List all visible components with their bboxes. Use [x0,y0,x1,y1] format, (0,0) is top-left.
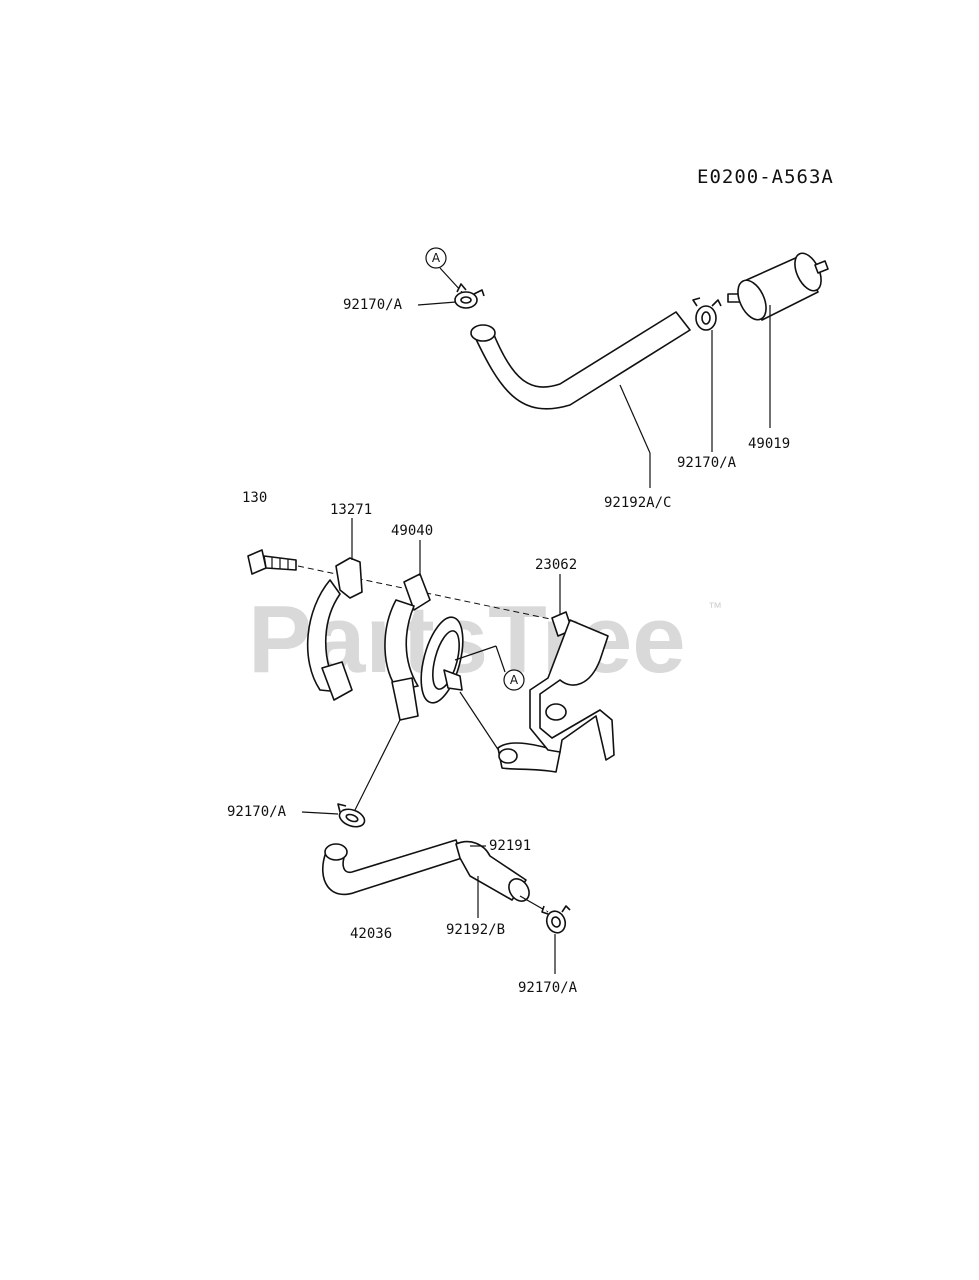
label-hose-92192b: 92192/B [446,922,505,938]
bracket-13271 [306,557,363,701]
watermark-trademark: ™ [708,599,722,615]
hose-clamp-top-right [692,297,722,331]
leader-clamp-mid-left [301,811,339,815]
fuel-filter [727,252,829,321]
bracket-23062 [529,611,615,761]
fuel-pump [384,573,464,721]
hose-clamp-top-left [454,283,485,309]
label-clamp-mid-left: 92170/A [227,804,287,820]
diagram-code: E0200-A563A [697,166,834,188]
fuel-hose-top [470,311,691,410]
callout-a-mid-letter: A [510,673,519,687]
leader-callout-a-mid [454,645,497,661]
label-hose-42036: 42036 [350,926,392,942]
bolt [247,549,297,575]
hose-clamp-mid-left [337,803,366,828]
hose-clamp-bottom [541,905,571,934]
label-clamp-top-left: 92170/A [343,297,403,313]
label-ref-130: 130 [242,490,267,506]
callout-a-top-letter: A [432,251,441,265]
leader-hose-top [619,384,651,454]
leader-callout-a-mid-2 [495,645,506,673]
callout-a-mid: A [503,669,525,691]
label-hose-top: 92192A/C [604,495,671,511]
label-pump-49040: 49040 [391,523,433,539]
callout-a-top: A [425,247,463,293]
label-bracket-13271: 13271 [330,502,372,518]
leader-clamp-top-left [417,301,457,306]
label-clamp-bottom: 92170/A [518,980,578,996]
axis-pump-outlet [354,719,401,811]
label-bracket-23062: 23062 [535,557,577,573]
label-hose-92191: 92191 [489,838,531,854]
fuel-hose-42036 [321,839,463,896]
label-clamp-top-right: 92170/A [677,455,737,471]
hose-stub-end [498,748,518,764]
label-fuel-filter: 49019 [748,436,790,452]
